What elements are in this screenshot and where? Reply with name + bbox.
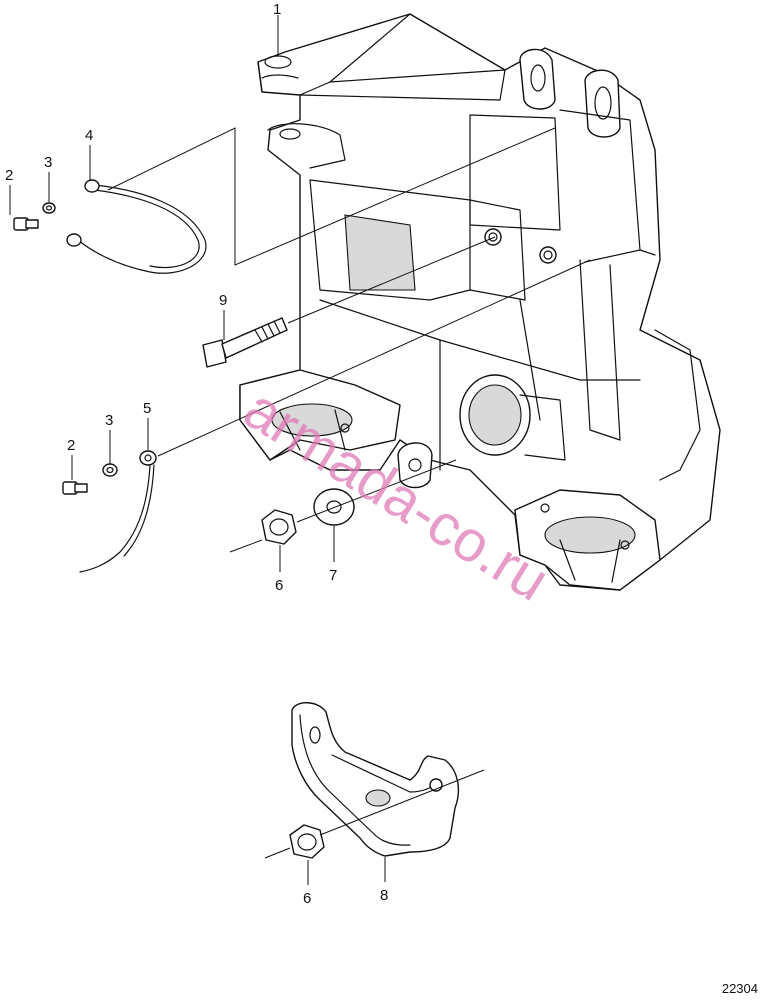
callout-1: 1 bbox=[273, 1, 281, 18]
bolt-lower bbox=[62, 481, 88, 495]
washer-lower bbox=[102, 463, 118, 477]
callout-5: 5 bbox=[143, 400, 151, 417]
leader-lines bbox=[9, 15, 591, 885]
callout-2-lower: 2 bbox=[67, 437, 75, 454]
figure-number: 22304 bbox=[721, 981, 758, 996]
ground-strap-upper bbox=[66, 179, 207, 274]
nut-upper bbox=[261, 509, 297, 545]
callout-2-upper: 2 bbox=[5, 167, 13, 184]
callout-9: 9 bbox=[219, 292, 227, 309]
callout-6-upper: 6 bbox=[275, 577, 283, 594]
callout-4: 4 bbox=[85, 127, 93, 144]
engine-bracket bbox=[239, 13, 721, 591]
callout-labels: 1 2 3 4 2 3 5 9 6 7 6 8 bbox=[5, 1, 388, 907]
washer-7 bbox=[313, 488, 355, 526]
washer-upper bbox=[42, 202, 56, 214]
callout-3-upper: 3 bbox=[44, 154, 52, 171]
bolt-upper bbox=[13, 217, 39, 231]
callout-3-lower: 3 bbox=[105, 412, 113, 429]
callout-8: 8 bbox=[380, 887, 388, 904]
callout-7: 7 bbox=[329, 567, 337, 584]
callout-6-lower: 6 bbox=[303, 890, 311, 907]
nut-lower bbox=[289, 824, 325, 859]
bolt-9 bbox=[202, 317, 288, 368]
ground-cable-lower bbox=[79, 450, 157, 573]
